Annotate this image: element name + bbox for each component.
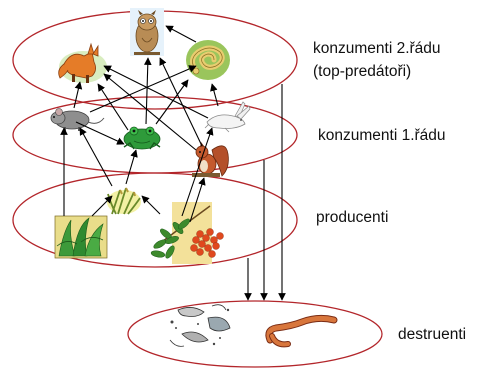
arrow-rowan-to-grass	[141, 195, 161, 215]
squirrel-icon	[192, 142, 229, 177]
earthworm-icon	[265, 314, 338, 348]
arrow-squirrel-to-fox	[103, 73, 197, 151]
arrow-frog-to-snake	[155, 79, 189, 125]
label-decomposers: destruenti	[398, 326, 467, 343]
arrow-mouse-to-snake	[89, 65, 197, 113]
label-producers: producenti	[316, 209, 389, 226]
ellipse-producers	[12, 172, 298, 268]
rowan-branch-icon	[150, 202, 224, 264]
arrow-rabbit-to-snake	[210, 83, 219, 107]
grass-icon	[107, 187, 141, 215]
label-consumers-1: konzumenti 1.řádu	[318, 127, 446, 144]
rabbit-icon	[204, 101, 251, 133]
snake-icon	[186, 40, 230, 80]
arrow-rowan-to-squirrel	[189, 177, 206, 223]
arrow-grass-to-frog	[125, 149, 138, 185]
arrow-bush-to-grass-area	[91, 195, 113, 217]
owl-icon	[130, 8, 164, 56]
fox-icon	[58, 42, 107, 83]
arrow-frog-to-fox	[97, 83, 129, 131]
arrow-snake-to-owl	[165, 25, 197, 43]
label-top-predators: (top-predátoři)	[313, 63, 412, 80]
arrow-grass-to-mouse	[79, 127, 113, 187]
arrow-mouse-to-fox	[73, 81, 83, 109]
label-consumers-2: konzumenti 2.řádu	[313, 40, 441, 57]
arrow-rabbit-to-fox	[103, 65, 209, 119]
arrow-mouse-to-frog	[75, 121, 125, 145]
arrow-frog-to-owl	[143, 57, 152, 125]
arrow-rowan-to-rabbit	[181, 127, 214, 217]
mouse-icon	[50, 108, 105, 131]
plant-bush-icon	[54, 215, 108, 259]
arrow-squirrel-to-owl	[159, 57, 203, 147]
frog-icon	[123, 126, 161, 150]
ellipse-decomposers	[127, 300, 383, 368]
microorganisms-icon	[169, 304, 231, 347]
